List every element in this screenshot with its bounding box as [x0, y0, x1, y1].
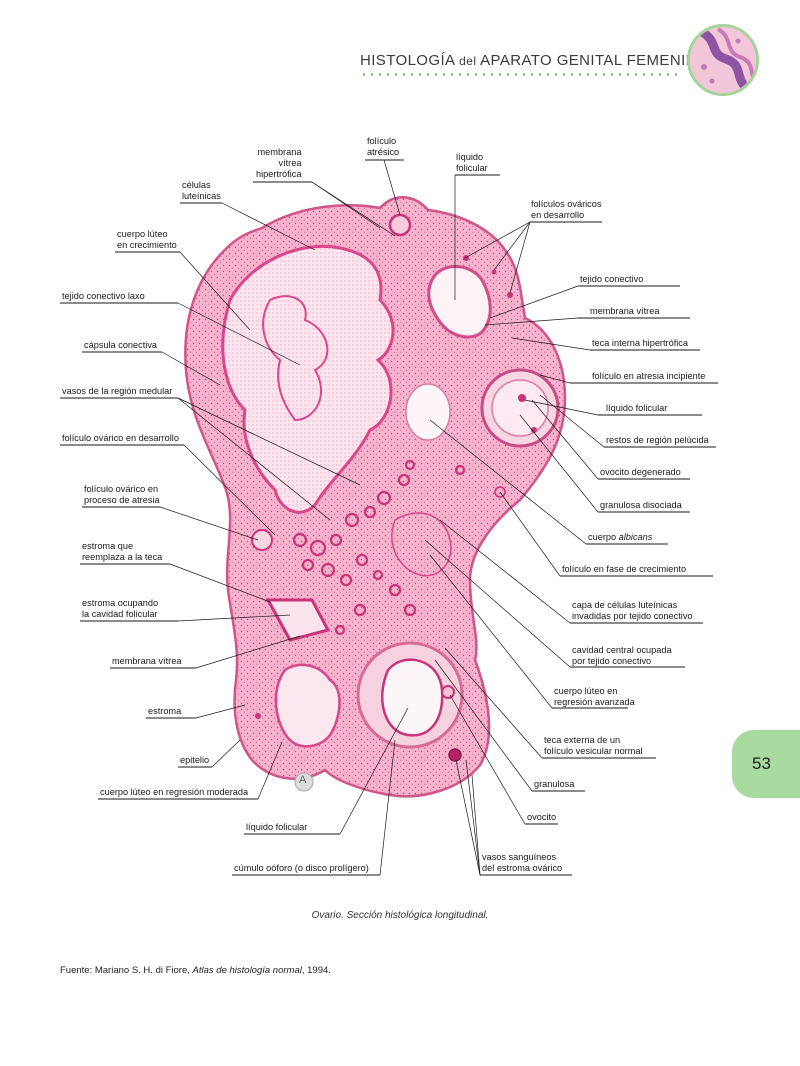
label-estroma: estroma: [148, 706, 182, 716]
follicle-atresia-left: [251, 529, 273, 551]
figure-marker: A: [299, 774, 307, 786]
label-teca-interna-hipertrofica: teca interna hipertrófica: [592, 338, 689, 348]
medullary-vessels: [292, 459, 466, 636]
label-foliculo-ovarico-desarrollo: folículo ovárico en desarrollo: [62, 433, 179, 443]
label-foliculo-atresico: folículo atrésico: [367, 136, 400, 157]
label-granulosa-disociada: granulosa disociada: [600, 500, 682, 510]
label-capa-celulas-luteinicas: capa de células luteínicas invadidas por…: [572, 600, 693, 621]
label-liquido-folicular-bottom: líquido folicular: [246, 822, 308, 832]
label-foliculo-atresia-incipiente: folículo en atresia incipiente: [592, 371, 706, 381]
label-membrana-vitrea-right: membrana vítrea: [590, 306, 660, 316]
label-vasos-region-medular: vasos de la región medular: [62, 386, 173, 396]
figure-caption: Ovario. Sección histológica longitudinal…: [311, 910, 489, 921]
label-membrana-vitrea-hipertrofica: membrana vítrea hipertrófica: [256, 147, 302, 179]
label-ovocito: ovocito: [527, 812, 557, 822]
label-liquido-folicular-top: líquido folicular: [456, 152, 488, 173]
label-tejido-conectivo-laxo: tejido conectivo laxo: [62, 291, 145, 301]
page-header-title: HISTOLOGÍA del APARATO GENITAL FEMENINO: [360, 52, 709, 69]
label-teca-externa: teca externa de un folículo vesicular no…: [544, 735, 643, 756]
page-number-tab: [732, 730, 800, 798]
header-dotted-rule: [360, 73, 678, 76]
corpus-albicans: [405, 383, 451, 441]
follicle-liquid: [427, 265, 492, 339]
oocyte: [441, 685, 455, 699]
label-foliculos-ovaricos-desarrollo: folículos ováricos en desarrollo: [531, 199, 602, 220]
page-number: 53: [752, 754, 771, 773]
label-epitelio: epitelio: [180, 755, 210, 765]
label-ovocito-degenerado: ovocito degenerado: [600, 467, 681, 477]
label-cuerpo-luteo-crecimiento: cuerpo lúteo en crecimiento: [117, 229, 177, 250]
corpus-luteum-advanced: [391, 512, 452, 577]
label-celulas-luteinicas: células luteínicas: [182, 180, 221, 201]
label-cuerpo-albicans: cuerpo albicans: [588, 532, 653, 542]
stroma-cavity-follicle: [265, 598, 331, 642]
corpus-luteum-moderate: [274, 663, 341, 748]
label-vasos-sanguineos-estroma: vasos sanguíneos del estroma ovárico: [482, 852, 563, 873]
label-restos-region-pelucida: restos de región pelúcida: [606, 435, 709, 445]
label-liquido-folicular-right: líquido folicular: [606, 403, 668, 413]
histology-thumbnail-badge: [687, 24, 759, 96]
label-capsula-conectiva: cápsula conectiva: [84, 340, 158, 350]
label-tejido-conectivo: tejido conectivo: [580, 274, 644, 284]
figure-source: Fuente: Mariano S. H. di Fiore, Atlas de…: [60, 965, 331, 976]
label-foliculo-fase-crecimiento: folículo en fase de crecimiento: [562, 564, 687, 574]
label-foliculo-proceso-atresia: folículo ovárico en proceso de atresia: [84, 484, 160, 505]
label-cuerpo-luteo-regresion-moderada: cuerpo lúteo en regresión moderada: [100, 787, 249, 797]
label-membrana-vitrea-left: membrana vítrea: [112, 656, 182, 666]
label-cavidad-central-ocupada: cavidad central ocupada por tejido conec…: [572, 645, 672, 666]
label-granulosa: granulosa: [534, 779, 575, 789]
blood-vessel: [448, 748, 462, 762]
atretic-follicle: [388, 213, 412, 237]
label-estroma-ocupando-cavidad: estroma ocupando la cavidad folicular: [82, 598, 159, 619]
label-cuerpo-luteo-regresion-avanzada: cuerpo lúteo en regresión avanzada: [554, 686, 635, 707]
label-estroma-reemplaza-teca: estroma que reemplaza a la teca: [82, 541, 163, 562]
label-cumulo-ooforo: cúmulo oóforo (o disco prolígero): [234, 863, 369, 873]
